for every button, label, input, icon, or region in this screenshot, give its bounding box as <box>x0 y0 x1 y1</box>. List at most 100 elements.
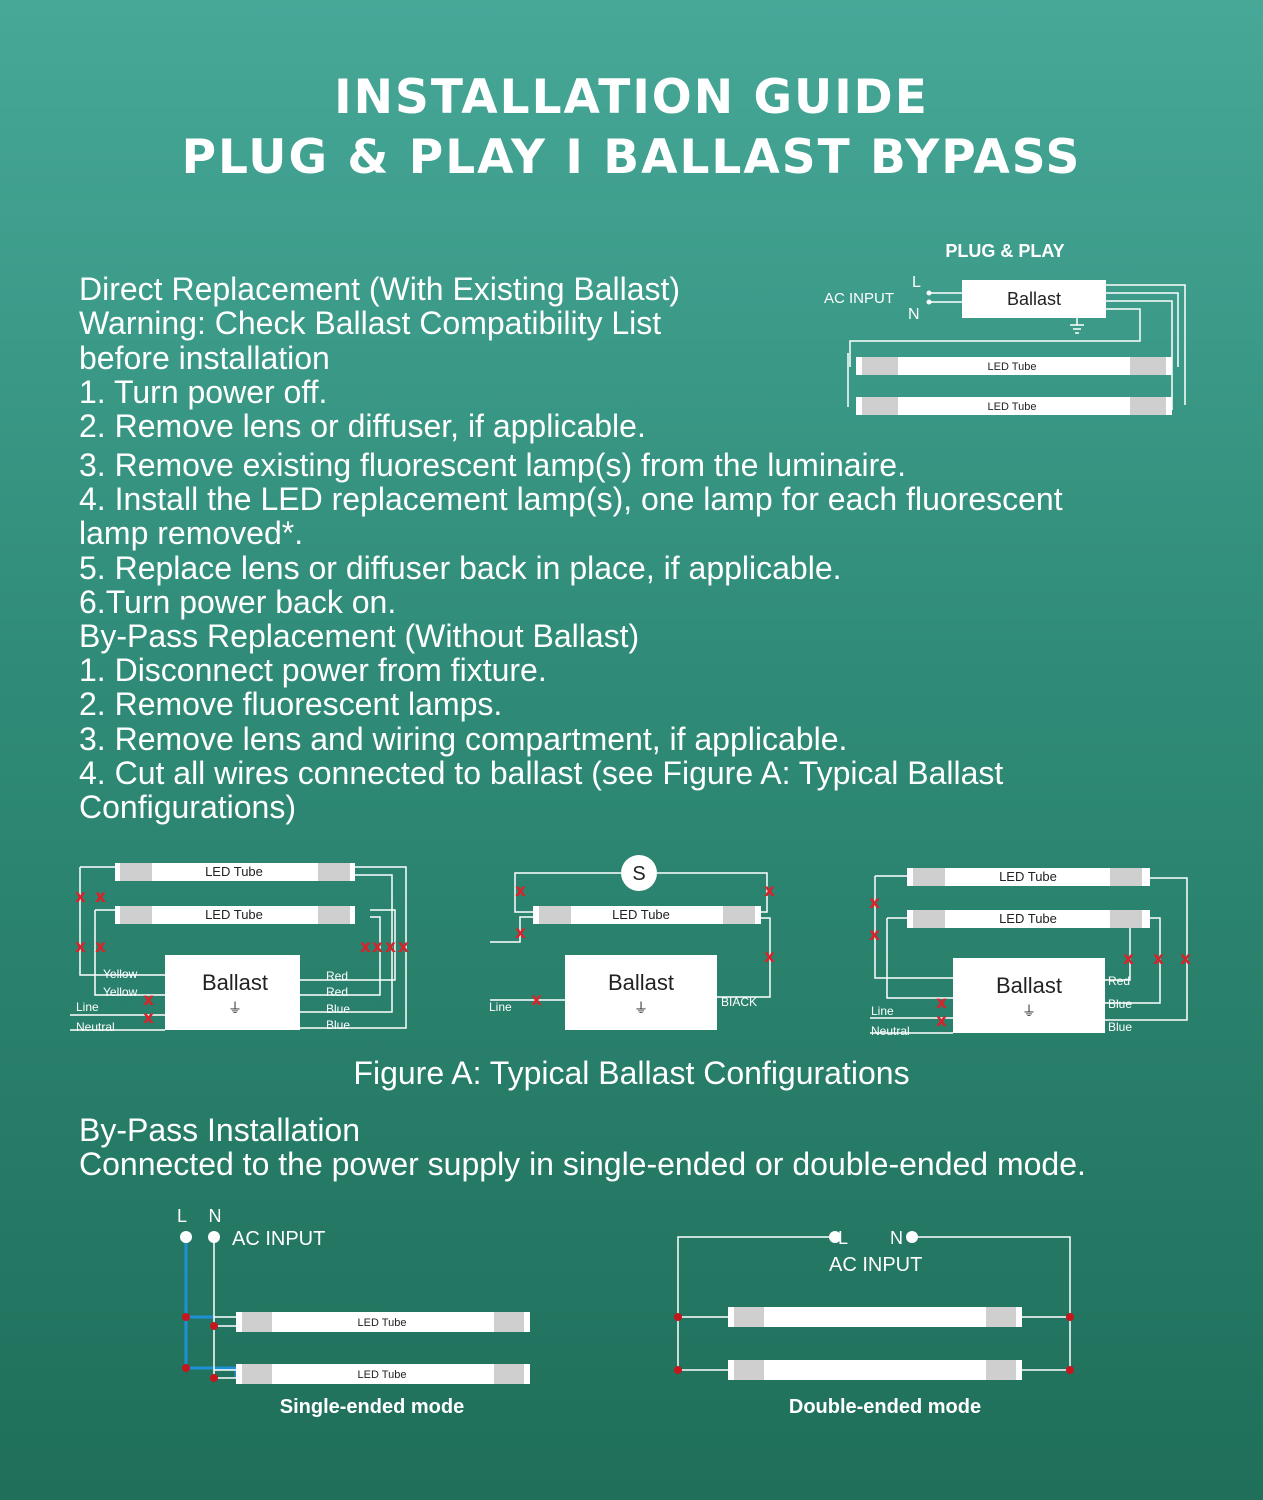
led-tube <box>728 1360 1022 1380</box>
line-label: Line <box>871 1004 894 1018</box>
cut-mark: x <box>360 937 371 957</box>
ballast-box <box>953 958 1105 1033</box>
neutral-label: N <box>908 306 920 323</box>
cut-mark: x <box>143 990 154 1010</box>
wire-label: Red <box>326 969 348 983</box>
led-tube: LED Tube <box>236 1312 530 1332</box>
tube-label: LED Tube <box>999 911 1057 926</box>
instruction-line: Warning: Check Ballast Compatibility Lis… <box>79 305 662 342</box>
cut-mark: x <box>515 923 526 943</box>
instruction-line: 2. Remove lens or diffuser, if applicabl… <box>79 408 646 445</box>
wire <box>912 1236 1071 1370</box>
instruction-line: 2. Remove fluorescent lamps. <box>79 686 503 723</box>
tube-label: LED Tube <box>358 1317 407 1329</box>
tube-label: LED Tube <box>988 401 1037 413</box>
instruction-line: 3. Remove existing fluorescent lamp(s) f… <box>79 447 906 483</box>
line-label: L <box>912 274 921 291</box>
led-tube: LED Tube <box>856 397 1172 415</box>
wire <box>300 916 381 996</box>
plug-and-play-diagram: PLUG & PLAY AC INPUT L N Ballast LED Tub… <box>824 241 1186 415</box>
wire <box>717 917 771 998</box>
cut-mark: x <box>1123 949 1134 969</box>
terminal-dot <box>1066 1366 1074 1374</box>
instruction-line: lamp removed*. <box>79 515 304 552</box>
neutral-label: N <box>209 1206 222 1226</box>
ground-icon: ⏚ <box>228 1000 242 1016</box>
wire <box>1105 917 1161 1004</box>
wire <box>657 872 768 913</box>
wire-label: Yellow <box>103 967 138 981</box>
instruction-line: before installation <box>79 339 330 376</box>
switch-label: S <box>632 863 645 885</box>
cut-mark: x <box>515 881 526 901</box>
cut-mark: x <box>385 937 396 957</box>
terminal-dot <box>210 1322 218 1330</box>
terminal-dot <box>182 1313 190 1321</box>
cut-mark: x <box>936 993 947 1013</box>
ballast-label: Ballast <box>996 973 1062 998</box>
figure-caption: Figure A: Typical Ballast Configurations <box>353 1055 910 1091</box>
terminal-dot <box>208 1231 220 1243</box>
wire <box>1106 284 1186 405</box>
instruction-line: 5. Replace lens or diffuser back in plac… <box>79 549 842 586</box>
cut-mark: x <box>764 947 775 967</box>
cut-mark: x <box>869 925 880 945</box>
cut-mark: x <box>1153 949 1164 969</box>
tube-label: LED Tube <box>988 361 1037 373</box>
wire-label: Blue <box>1108 997 1132 1011</box>
ac-input-label: AC INPUT <box>232 1228 325 1250</box>
ballast-label: Ballast <box>608 970 674 995</box>
cut-mark: x <box>936 1011 947 1031</box>
wire <box>874 875 953 979</box>
wire <box>184 1237 238 1378</box>
wire <box>94 909 165 996</box>
ballast-config-2: S LED Tube Ballast ⏚ Line BIACK x x x x … <box>489 855 775 1030</box>
instruction-line: 4. Cut all wires connected to ballast (s… <box>79 754 1004 791</box>
cut-mark: x <box>75 937 86 957</box>
wire <box>514 872 621 913</box>
cut-mark: x <box>531 990 542 1010</box>
instruction-line: 6.Turn power back on. <box>79 583 397 620</box>
double-ended-caption: Double-ended mode <box>789 1396 981 1418</box>
tube-label: LED Tube <box>612 907 670 922</box>
neutral-label: Neutral <box>871 1024 910 1038</box>
ac-input-label: AC INPUT <box>829 1254 922 1276</box>
wire-label: Blue <box>326 1002 350 1016</box>
cut-mark: x <box>869 893 880 913</box>
instruction-line: 4. Install the LED replacement lamp(s), … <box>79 481 1063 518</box>
terminal-dot <box>906 1231 918 1243</box>
ballast-box <box>165 955 300 1030</box>
instruction-line: 1. Turn power off. <box>79 373 328 410</box>
ballast-label: Ballast <box>1007 289 1061 309</box>
led-tube: LED Tube <box>907 868 1150 886</box>
led-tube: LED Tube <box>533 906 761 924</box>
ballast-box <box>962 280 1106 318</box>
wire <box>79 866 165 976</box>
wire <box>886 917 953 999</box>
neutral-label: N <box>890 1228 903 1248</box>
wire <box>849 308 1141 367</box>
wire <box>677 1236 835 1370</box>
wire <box>870 1017 953 1034</box>
wire <box>70 1014 165 1031</box>
cut-mark: x <box>1180 949 1191 969</box>
ballast-box <box>565 955 717 1030</box>
wire <box>300 909 396 981</box>
terminal-dot <box>829 1231 841 1243</box>
terminal-dot <box>674 1366 682 1374</box>
instruction-line: 3. Remove lens and wiring compartment, i… <box>79 720 848 757</box>
guide-subtitle: PLUG & PLAY I BALLAST BYPASS <box>181 130 1082 185</box>
cut-mark: x <box>764 881 775 901</box>
bypass-description: Connected to the power supply in single-… <box>79 1146 1086 1182</box>
ballast-config-3: LED Tube LED Tube Ballast ⏚ Line Neutral… <box>869 868 1191 1038</box>
instruction-line: Configurations) <box>79 789 296 826</box>
led-tube <box>728 1307 1022 1327</box>
wire-label: Blue <box>1108 1020 1132 1034</box>
bypass-heading: By-Pass Installation <box>79 1112 361 1148</box>
switch-icon <box>621 855 657 891</box>
terminal-dot <box>210 1374 218 1382</box>
wire-label: Red <box>1108 974 1130 988</box>
wire-label: BIACK <box>721 995 757 1009</box>
wire <box>300 866 407 1029</box>
terminal-dot <box>674 1313 682 1321</box>
